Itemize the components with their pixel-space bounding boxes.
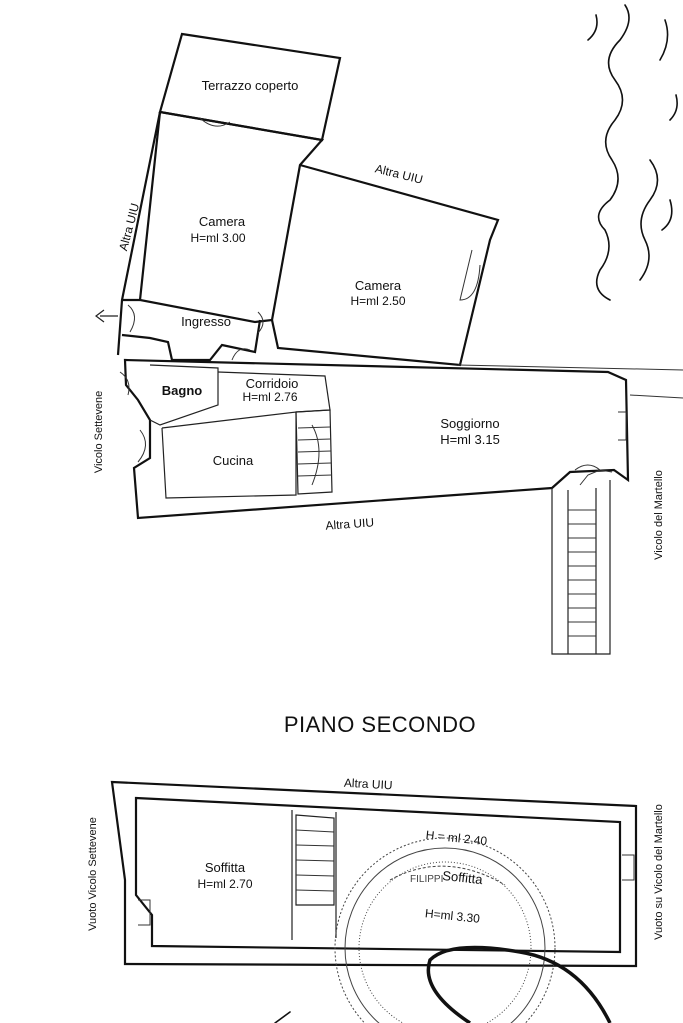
room-height-living: H=ml 3.15 xyxy=(440,432,500,447)
room-label-bedroom-1: Camera xyxy=(199,214,246,229)
neighbor-label-left: Altra UIU xyxy=(116,202,142,253)
room-label-kitchen: Cucina xyxy=(213,453,254,468)
bedroom-2-walls xyxy=(270,163,500,367)
second-floor-inner-walls xyxy=(134,796,622,954)
living-block-walls xyxy=(123,358,630,520)
neighbor-label-bottom: Altra UIU xyxy=(325,515,375,532)
interior-stair xyxy=(295,409,333,495)
attic-label-left: Soffitta xyxy=(205,860,246,875)
attic-label-right: Soffitta xyxy=(442,868,484,887)
room-label-bathroom: Bagno xyxy=(162,383,203,398)
second-floor-outer-walls xyxy=(110,780,638,968)
boundary-line xyxy=(457,364,683,399)
void-label-settevene: Vuoto Vicolo Settevene xyxy=(87,817,99,931)
room-label-terrace: Terrazzo coperto xyxy=(202,78,299,93)
external-stair xyxy=(551,469,613,655)
second-floor-stair xyxy=(295,814,335,906)
room-height-bedroom-2: H=ml 2.50 xyxy=(350,294,405,308)
room-label-living: Soggiorno xyxy=(440,416,499,431)
attic-height-left: H=ml 2.70 xyxy=(197,877,252,891)
second-floor-plan: Altra UIU Soffitta H=ml 2.70 H = ml 2.40… xyxy=(87,776,665,968)
room-height-corridor: H=ml 2.76 xyxy=(242,390,297,404)
door-swings xyxy=(119,117,627,471)
room-label-entrance: Ingresso xyxy=(181,314,231,329)
stamp-text: FILIPPI xyxy=(410,874,443,885)
neighbor-label-top: Altra UIU xyxy=(374,161,425,186)
void-label-martello: Vuoto su Vicolo del Martello xyxy=(653,804,665,940)
room-height-bedroom-1: H=ml 3.00 xyxy=(190,231,245,245)
street-label-martello: Vicolo del Martello xyxy=(653,470,665,560)
kitchen-walls xyxy=(161,411,297,499)
room-label-bedroom-2: Camera xyxy=(355,278,402,293)
professional-stamp: FILIPPI xyxy=(274,837,612,1023)
first-floor-plan: Terrazzo coperto Camera H=ml 3.00 Camera… xyxy=(93,32,683,655)
street-label-settevene: Vicolo Settevene xyxy=(93,391,105,473)
handwritten-signature xyxy=(587,4,678,301)
bathroom-walls xyxy=(149,364,219,426)
attic-height-right-top: H = ml 2.40 xyxy=(425,828,488,848)
entry-arrow-icon xyxy=(95,309,118,323)
second-floor-title: PIANO SECONDO xyxy=(284,712,476,737)
attic-height-right-bottom: H=ml 3.30 xyxy=(424,906,481,926)
entrance-walls xyxy=(121,298,262,362)
second-floor-neighbor-label: Altra UIU xyxy=(344,776,393,793)
room-label-corridor: Corridoio xyxy=(246,376,299,391)
